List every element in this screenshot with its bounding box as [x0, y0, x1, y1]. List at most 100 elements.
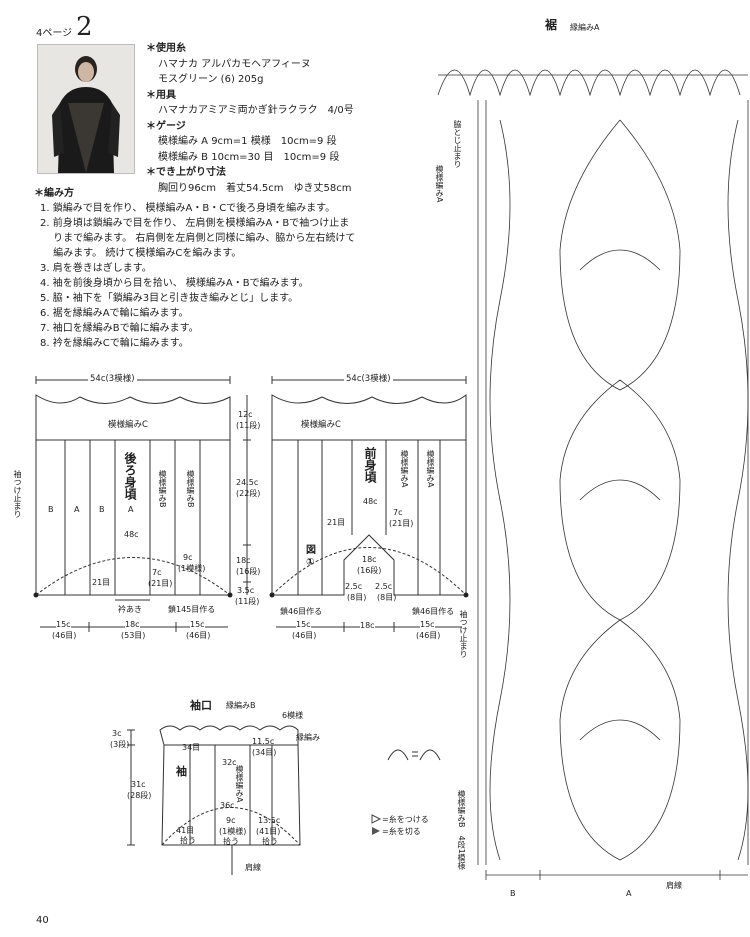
back-title: 後ろ身頃: [123, 452, 137, 500]
gauge-line: 模様編み A 9cm=1 模様 10cm=9 段: [158, 136, 337, 147]
back-cast-on: 鎖145目作る: [168, 605, 216, 614]
front-w15-left-sub: (46目): [292, 631, 317, 640]
back-7c: 7c: [152, 568, 162, 577]
method-step: 4. 袖を前後身頃から目を拾い、 模様編みA・Bで編みます。: [40, 278, 309, 289]
sleeve-w135-sub: (41目): [256, 827, 281, 836]
front-w15-right-sub: (46目): [416, 631, 441, 640]
sleeve-w9-sub: (1模様): [219, 827, 247, 836]
materials-block: ＊使用糸 ハマナカ アルパカモヘアフィーヌ モスグリーン (6) 205g ＊用…: [146, 41, 416, 196]
back-stitches-21: 21目: [92, 578, 111, 587]
sleeve-h3: 3c: [112, 729, 122, 738]
sleeve-w9-sub2: 拾う: [223, 837, 239, 846]
front-w15-left: 15c: [296, 620, 311, 629]
front-stitches-21: 21目: [327, 518, 346, 527]
sleeve-pick41: 41目: [176, 826, 195, 835]
back-col-b: B: [99, 505, 105, 514]
sleeve-h3-sub: (3段): [110, 740, 130, 749]
legend-symbols: [387, 749, 441, 761]
marker-dot: [227, 592, 233, 598]
chart-sleeve-stop: 袖つけ止まり: [459, 610, 468, 658]
front-pattern-a-label: 模様編みA: [426, 450, 435, 488]
front-fig-label: 図①: [306, 545, 316, 568]
back-w15-right: 15c: [190, 620, 205, 629]
chart-side-stop: 脇とじ止まり: [453, 120, 462, 168]
marker-dot: [269, 592, 275, 598]
yarn-heading: ＊使用糸: [146, 43, 186, 54]
method-step: りまで編みます。 右肩側を左肩側と同様に編み、脇から左右続けて: [40, 233, 356, 244]
front-25c-right-sub: (8目): [377, 593, 397, 602]
sleeve-title: 袖: [176, 765, 187, 778]
sleeve-w32: 32c: [222, 758, 237, 767]
tools-heading: ＊用具: [146, 89, 176, 101]
method-step: 1. 鎖編みで目を作り、 模様編みA・B・Cで後ろ身頃を編みます。: [40, 203, 336, 214]
back-h18-sub: (16段): [236, 567, 261, 576]
back-h18: 18c: [236, 556, 251, 565]
gauge-line: 模様編み B 10cm=30 目 10cm=9 段: [158, 151, 340, 163]
sleeve-115: 11.5c: [252, 737, 275, 746]
front-cast-on-right: 鎖46目作る: [412, 607, 455, 616]
sleeve-pick41-sub: 拾う: [180, 836, 196, 845]
method-step: 5. 脇・袖下を「鎖編み3目と引き抜き編みとじ」します。: [40, 293, 299, 304]
method-step: 編みます。 続けて模様編みCを編みます。: [40, 248, 242, 259]
method-heading: ＊編み方: [34, 188, 74, 199]
back-h35-sub: (11段): [235, 597, 260, 606]
model-photo: [37, 44, 135, 174]
front-25c-left-sub: (8目): [347, 593, 367, 602]
chart-pattern-b: 模様編みB 4段1模様: [457, 790, 466, 870]
back-pattern-b-label: 模様編みB: [186, 470, 195, 508]
sleeve-shoulder: 肩線: [245, 863, 261, 872]
sleeve-115-sub: (34目): [252, 748, 277, 757]
method-step: 8. 衿を縁編みCで輪に編みます。: [40, 338, 189, 349]
sleeve-edge-b: 縁編みB: [226, 701, 256, 710]
chart-shoulder: 肩線: [666, 881, 682, 890]
front-25c-left: 2.5c: [345, 582, 363, 591]
sleeve-pattern-count: 6模様: [282, 711, 304, 720]
method-step: 2. 前身頃は鎖編みで目を作り、 左肩側を模様編みA・Bで袖つけ止ま: [40, 218, 350, 229]
legend-cut: =糸を切る: [382, 827, 421, 836]
method-step: 6. 裾を縁編みAで輪に編みます。: [40, 308, 189, 319]
marker-dot: [463, 592, 469, 598]
cut-yarn-icon: [372, 827, 380, 835]
sleeve-w135: 13.5c: [258, 816, 281, 825]
front-w15-right: 15c: [420, 620, 435, 629]
page-number: 40: [36, 915, 49, 926]
back-w18: 18c: [125, 620, 140, 629]
sleeve-w36: 36c: [220, 801, 235, 810]
front-pattern-a-label: 模様編みA: [400, 450, 409, 488]
back-9c: 9c: [183, 553, 193, 562]
size-heading: ＊でき上がり寸法: [146, 167, 226, 178]
front-25c-right: 2.5c: [375, 582, 393, 591]
back-h35: 3.5c: [237, 586, 255, 595]
sleeve-edge: 縁編み: [296, 733, 320, 742]
back-w18-sub: (53目): [121, 631, 146, 640]
yarn-line: ハマナカ アルパカモヘアフィーヌ: [158, 58, 311, 70]
sleeve-w9: 9c: [226, 816, 236, 825]
back-h12: 12c: [238, 410, 253, 419]
chart-pattern-a: 模様編みA: [435, 165, 444, 203]
back-h245-sub: (22段): [236, 489, 261, 498]
back-7c-sub: (21目): [148, 579, 173, 588]
back-body-diagram: [35, 376, 251, 632]
chart-edge-a: 縁編みA: [570, 23, 600, 32]
back-col-a: A: [128, 505, 134, 514]
front-title: 前身頃: [363, 447, 377, 483]
back-pattern-c-label: 模様編みC: [108, 420, 148, 430]
pattern-number: 2: [76, 12, 93, 42]
tools-line: ハマナカアミアミ両かぎ針ラクラク 4/0号: [158, 105, 354, 116]
size-line: 胸回り96cm 着丈54.5cm ゆき丈58cm: [158, 182, 352, 194]
front-18c-sub: (16段): [357, 566, 382, 575]
sleeve-diagram: [127, 725, 301, 875]
back-neck-label: 衿あき: [118, 605, 142, 614]
legend-attach: =糸をつける: [382, 815, 429, 824]
method-step: 7. 袖口を縁編みBで輪に編みます。: [40, 323, 199, 334]
sleeve-cuff-title: 袖口: [190, 699, 212, 712]
back-w15-right-sub: (46目): [186, 631, 211, 640]
sleeve-h31: 31c: [131, 780, 146, 789]
page-ref-label: 4ページ: [36, 28, 73, 39]
gauge-heading: ＊ゲージ: [146, 120, 186, 132]
front-7c: 7c: [393, 508, 403, 517]
front-width-label: 54c(3模様): [344, 372, 393, 384]
method-block: ＊編み方 1. 鎖編みで目を作り、 模様編みA・B・Cで後ろ身頃を編みます。 2…: [34, 186, 424, 351]
back-h12-sub: (11段): [236, 421, 261, 430]
front-7c-sub: (21目): [389, 519, 414, 528]
